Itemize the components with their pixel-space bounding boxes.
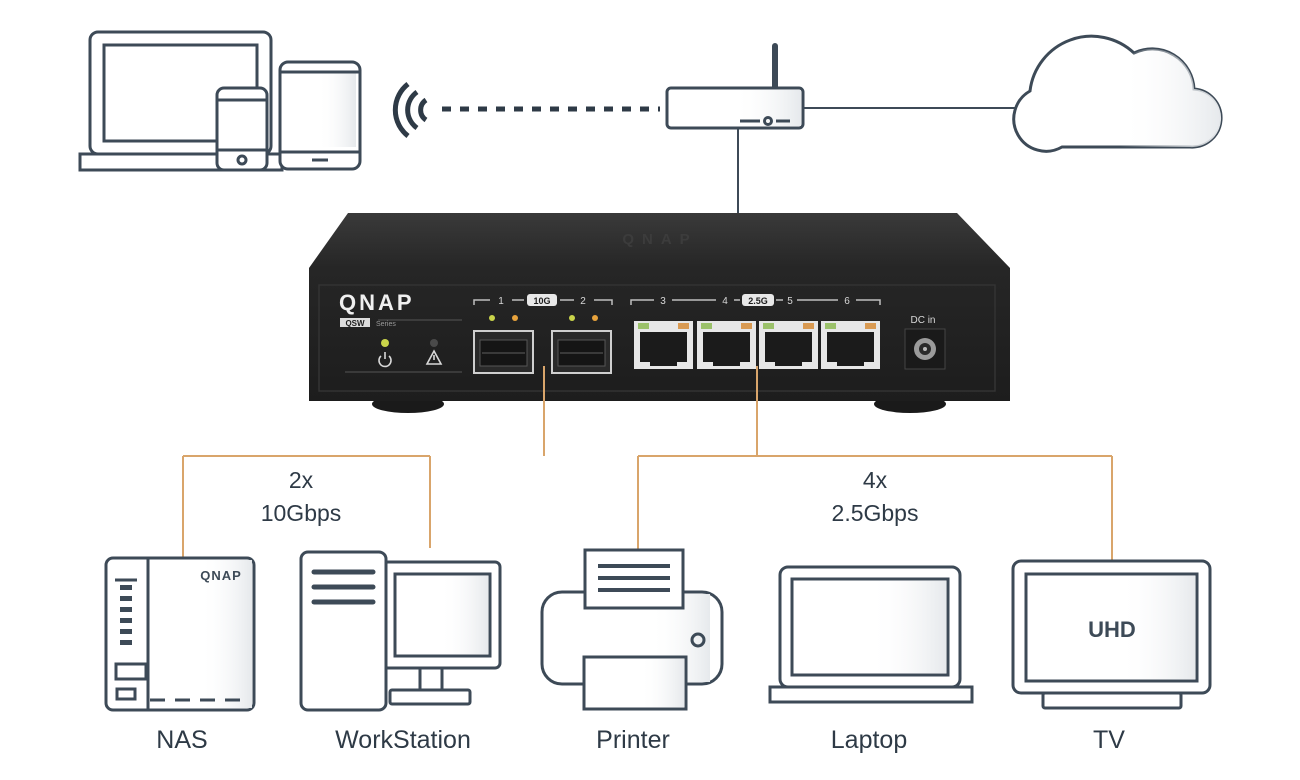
port-number-5: 5 xyxy=(787,296,793,307)
printer-icon xyxy=(540,548,724,711)
warning-icon xyxy=(425,349,443,365)
rj45-port-6 xyxy=(821,321,880,369)
alert-led xyxy=(430,339,438,347)
switch-brand-logo: QNAP xyxy=(339,290,415,315)
rj45-speed-count: 4x xyxy=(862,467,888,493)
cloud-icon xyxy=(1012,34,1223,153)
workstation-icon xyxy=(299,550,502,712)
port-number-1: 1 xyxy=(498,296,504,307)
tv-label: TV xyxy=(1093,726,1125,754)
sfp-group-label: 10G xyxy=(533,296,550,306)
series-badge: QSW xyxy=(345,319,365,328)
dc-in-label: DC in xyxy=(910,315,935,326)
printer-label: Printer xyxy=(596,726,670,754)
sfp-speed-rate: 10Gbps xyxy=(260,500,342,526)
port-number-2: 2 xyxy=(580,296,586,307)
workstation-label: WorkStation xyxy=(335,726,471,754)
port-number-4: 4 xyxy=(722,296,728,307)
router-icon xyxy=(665,43,805,130)
power-led xyxy=(381,339,389,347)
rj45-port-4 xyxy=(697,321,756,369)
sfp-speed-count: 2x xyxy=(288,467,314,493)
series-suffix: Series xyxy=(376,321,396,328)
sfp-port-2 xyxy=(551,330,612,374)
rj45-port-5 xyxy=(759,321,818,369)
tablet-icon xyxy=(278,60,362,171)
rj45-port-3 xyxy=(634,321,693,369)
power-icon xyxy=(378,352,392,368)
rj45-group-label: 2.5G xyxy=(748,296,768,306)
client-devices xyxy=(78,30,362,172)
nas-icon xyxy=(104,556,256,712)
nas-brand-logo: QNAP xyxy=(200,568,242,583)
rj45-speed-label: 4x 2.5Gbps xyxy=(832,464,919,530)
wifi-icon xyxy=(392,82,428,138)
sfp-speed-label: 2x 10Gbps xyxy=(261,464,342,530)
port-number-6: 6 xyxy=(844,296,850,307)
rj45-speed-rate: 2.5Gbps xyxy=(831,500,919,526)
phone-icon xyxy=(215,86,269,172)
qnap-switch: QNAP QNAP QSW Series 1 10G 2 xyxy=(309,213,1010,413)
nas-label: NAS xyxy=(156,726,208,754)
port-number-3: 3 xyxy=(660,296,666,307)
laptop-device-icon xyxy=(768,565,974,704)
tv-icon xyxy=(1011,559,1212,710)
laptop-label: Laptop xyxy=(830,726,908,754)
wired-links xyxy=(182,366,1113,560)
dc-in-port xyxy=(904,328,946,370)
top-logo: QNAP xyxy=(622,231,697,248)
sfp-port-1 xyxy=(473,330,534,374)
tv-screen-text: UHD xyxy=(1088,617,1136,642)
